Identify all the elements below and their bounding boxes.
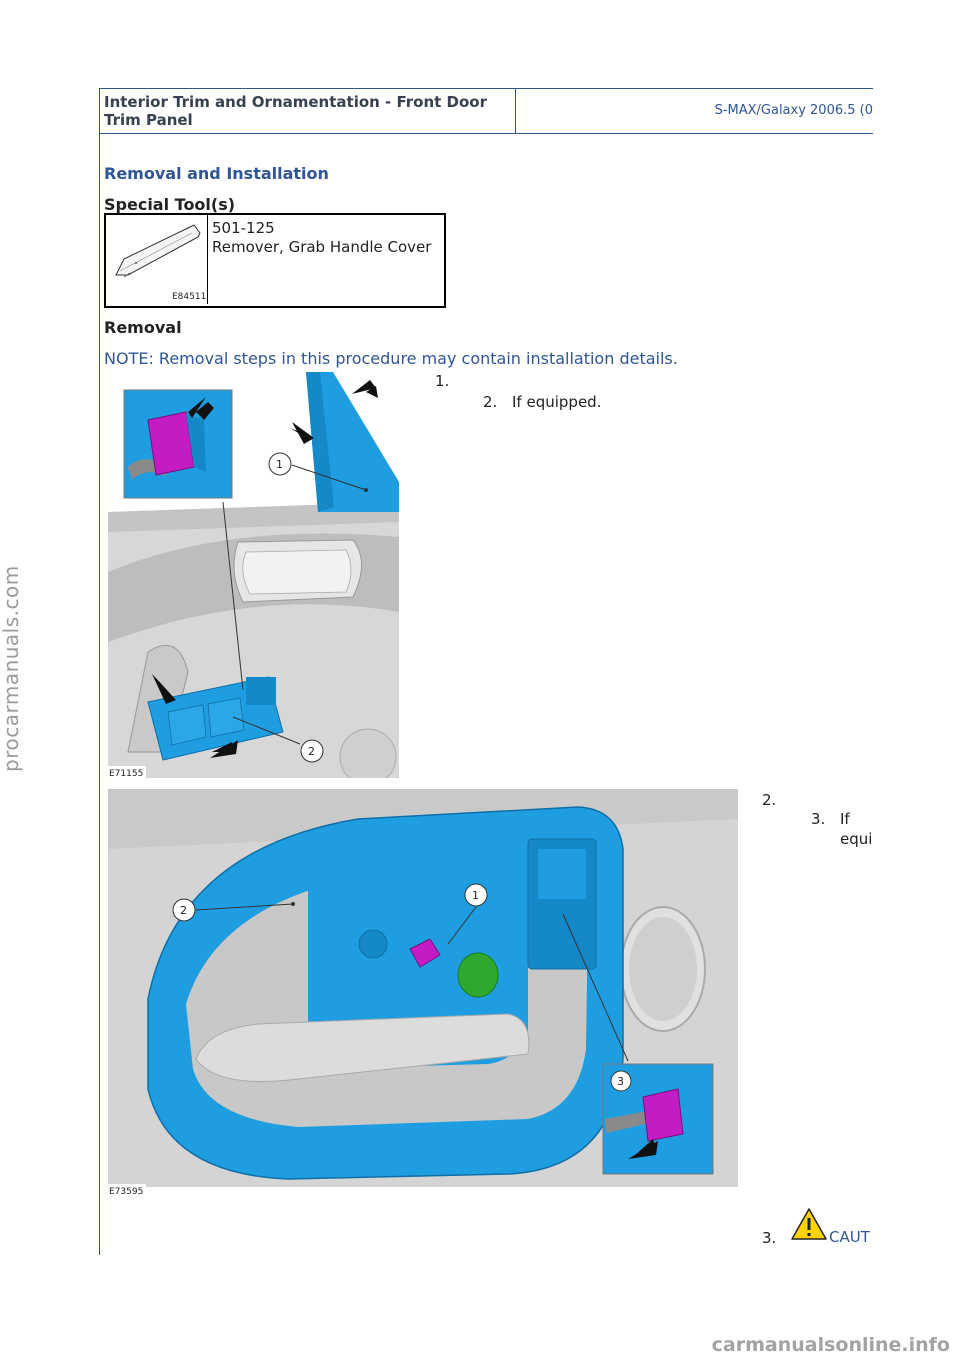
removal-heading: Removal	[104, 318, 182, 337]
warning-icon	[791, 1208, 827, 1240]
step-number: 2.	[762, 791, 777, 809]
substep-text-continued: equi	[840, 830, 873, 848]
callout-2: 2	[180, 904, 187, 917]
figure-window-switch: 1 2 E71155	[108, 372, 399, 786]
caution-label: CAUT	[829, 1228, 870, 1246]
callout-3: 3	[617, 1075, 624, 1088]
callout-1: 1	[472, 889, 479, 902]
tool-image: E84511	[106, 215, 208, 304]
substep-number: 2.	[483, 393, 498, 411]
substep-text: If	[840, 810, 850, 828]
section-title: Removal and Installation	[104, 164, 329, 183]
page-title: Interior Trim and Ornamentation - Front …	[104, 93, 488, 129]
callout-2: 2	[308, 745, 315, 758]
figure-label: E71155	[109, 769, 143, 778]
header-top-rule	[99, 88, 873, 89]
special-tool-table	[104, 213, 446, 308]
left-border-line	[99, 88, 100, 1255]
tool-image-label: E84511	[172, 292, 206, 302]
special-tools-heading: Special Tool(s)	[104, 195, 236, 214]
header-divider	[515, 88, 516, 133]
side-watermark: procarmanuals.com	[0, 565, 23, 772]
removal-note: NOTE: Removal steps in this procedure ma…	[104, 349, 678, 368]
substep-number: 3.	[811, 810, 826, 828]
tool-name: Remover, Grab Handle Cover	[212, 238, 432, 256]
step-number: 3.	[762, 1229, 777, 1247]
tool-code: 501-125	[212, 219, 275, 237]
figure-label: E73595	[109, 1187, 143, 1196]
header-bottom-rule	[99, 133, 873, 134]
callout-1: 1	[276, 458, 283, 471]
vehicle-model: S-MAX/Galaxy 2006.5 (0	[714, 103, 873, 118]
substep-text: If equipped.	[512, 393, 602, 411]
bottom-watermark: carmanualsonline.info	[711, 1334, 950, 1356]
figure-grab-handle: 2 1 3 E73595	[108, 789, 738, 1197]
step-number: 1.	[435, 372, 450, 390]
